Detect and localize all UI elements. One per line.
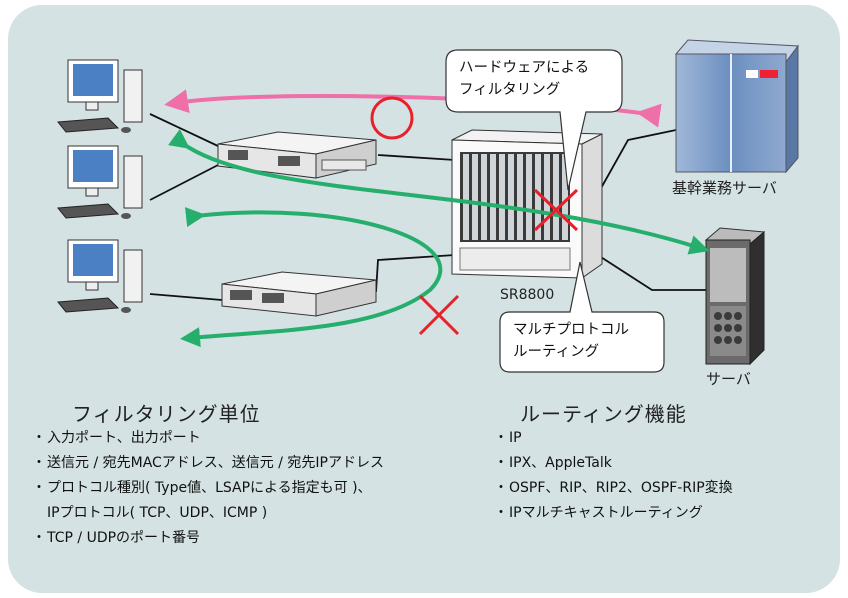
- link-switch1-router: [377, 154, 456, 161]
- list-item: ・OSPF、RIP、RIP2、OSPF-RIP変換: [494, 480, 733, 496]
- allow-circle-icon: [370, 96, 414, 140]
- list-item: IPプロトコル( TCP、UDP、ICMP ): [47, 505, 268, 521]
- hardware-callout-text: ハードウェアによる フィルタリング: [459, 57, 589, 101]
- l2-switch-icon: [217, 131, 377, 179]
- link-router-tower: [589, 249, 706, 291]
- routing-list: ・IP ・IPX、AppleTalk ・OSPF、RIP、RIP2、OSPF-R…: [494, 426, 733, 526]
- mainframe-server-icon: [674, 39, 799, 174]
- deny-cross-icon: [418, 294, 460, 336]
- list-item: ・IPX、AppleTalk: [494, 455, 612, 471]
- hardware-callout-line: ハードウェアによる: [459, 60, 590, 76]
- list-item: ・TCP / UDPのポート番号: [32, 530, 201, 546]
- link-pc3-switch2: [149, 293, 223, 301]
- routing-callout-bubble: [499, 261, 665, 373]
- pc-icon: [57, 239, 143, 313]
- link-pc2-switch1: [149, 164, 219, 201]
- tower-server-icon: [704, 227, 766, 366]
- pc-icon: [57, 59, 143, 133]
- deny-cross-icon: [533, 188, 579, 232]
- filtering-title: フィルタリング単位: [72, 402, 261, 426]
- hardware-callout-line: フィルタリング: [459, 82, 561, 98]
- list-item: ・IP: [494, 430, 522, 446]
- routing-title: ルーティング機能: [520, 402, 687, 426]
- green-arrow: [168, 129, 710, 255]
- link-switch2-router: [375, 254, 456, 293]
- core-server-label: 基幹業務サーバ: [672, 179, 777, 197]
- routing-callout-line: ルーティング: [513, 344, 600, 360]
- list-item: ・プロトコル種別( Type値、LSAPによる指定も可 )、: [32, 480, 372, 496]
- link-pc1-switch1: [149, 113, 219, 147]
- pc-icon: [57, 145, 143, 219]
- link-router-mainframe: [599, 129, 677, 191]
- list-item: ・IPマルチキャストルーティング: [494, 505, 703, 521]
- switch-label: SR8800: [500, 287, 555, 303]
- green-arrow: [180, 207, 443, 348]
- list-item: ・入力ポート、出力ポート: [32, 430, 201, 446]
- list-item: ・送信元 / 宛先MACアドレス、送信元 / 宛先IPアドレス: [32, 455, 384, 471]
- hardware-callout-bubble: [445, 49, 623, 191]
- routing-callout-text: マルチプロトコル ルーティング: [513, 319, 629, 363]
- server-label: サーバ: [706, 370, 751, 388]
- routing-callout-line: マルチプロトコル: [513, 322, 629, 338]
- l2-switch-icon: [221, 271, 377, 317]
- filtering-list: ・入力ポート、出力ポート ・送信元 / 宛先MACアドレス、送信元 / 宛先IP…: [32, 426, 384, 551]
